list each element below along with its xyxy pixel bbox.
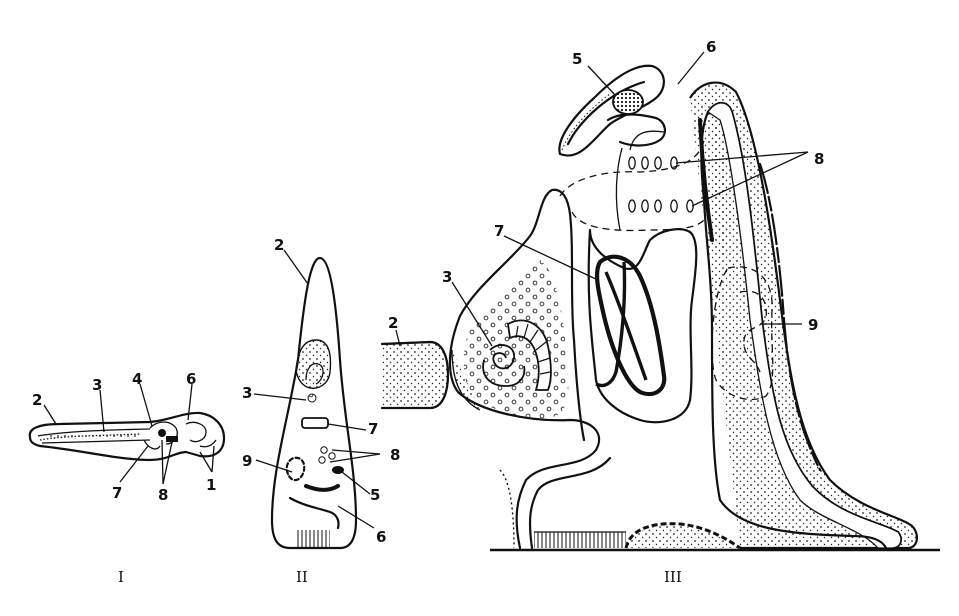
figure-2-caption: II	[296, 568, 308, 586]
figure-3-caption: III	[664, 568, 682, 586]
fig2-label-9: 9	[242, 452, 252, 470]
stigmata-row-top	[628, 156, 678, 170]
fig3-label-5: 5	[572, 50, 582, 68]
fig3-label-2: 2	[388, 314, 398, 332]
fig1-label-4: 4	[132, 370, 142, 388]
figure-2-body	[270, 256, 358, 550]
fig3-label-6: 6	[706, 38, 716, 56]
figure-3-labels: 5 6 8 7 3 2 9	[388, 38, 824, 347]
fig3-label-9: 9	[808, 316, 818, 334]
figure-1-labels: 2 3 4 6 7 8 1	[32, 370, 216, 504]
fig3-label-8: 8	[814, 150, 824, 168]
fig1-label-7: 7	[112, 484, 122, 502]
fig2-label-3: 3	[242, 384, 252, 402]
fig1-label-3: 3	[92, 376, 102, 394]
fig3-label-7: 7	[494, 222, 504, 240]
fig2-label-8: 8	[390, 446, 400, 464]
figure-3: 5 6 8 7 3 2 9 III	[380, 38, 940, 586]
figure-1-caption: I	[118, 568, 124, 586]
fig3-label-3: 3	[442, 268, 452, 286]
figure-1: 2 3 4 6 7 8 1 I	[28, 370, 226, 586]
fig1-label-2: 2	[32, 391, 42, 409]
fig2-label-6: 6	[376, 528, 386, 546]
fig2-label-2: 2	[274, 236, 284, 254]
fig1-label-1: 1	[206, 476, 216, 494]
figure-1-body	[28, 411, 226, 462]
fig2-label-5: 5	[370, 486, 380, 504]
figure-3-body	[380, 64, 940, 552]
fig1-label-6: 6	[186, 370, 196, 388]
stigmata-row-bottom	[628, 199, 694, 213]
fig1-label-8: 8	[158, 486, 168, 504]
figure-2: 2 3 7 8 9 5 6 II	[242, 236, 400, 586]
fig2-label-7: 7	[368, 420, 378, 438]
figure-2-labels: 2 3 7 8 9 5 6	[242, 236, 400, 546]
